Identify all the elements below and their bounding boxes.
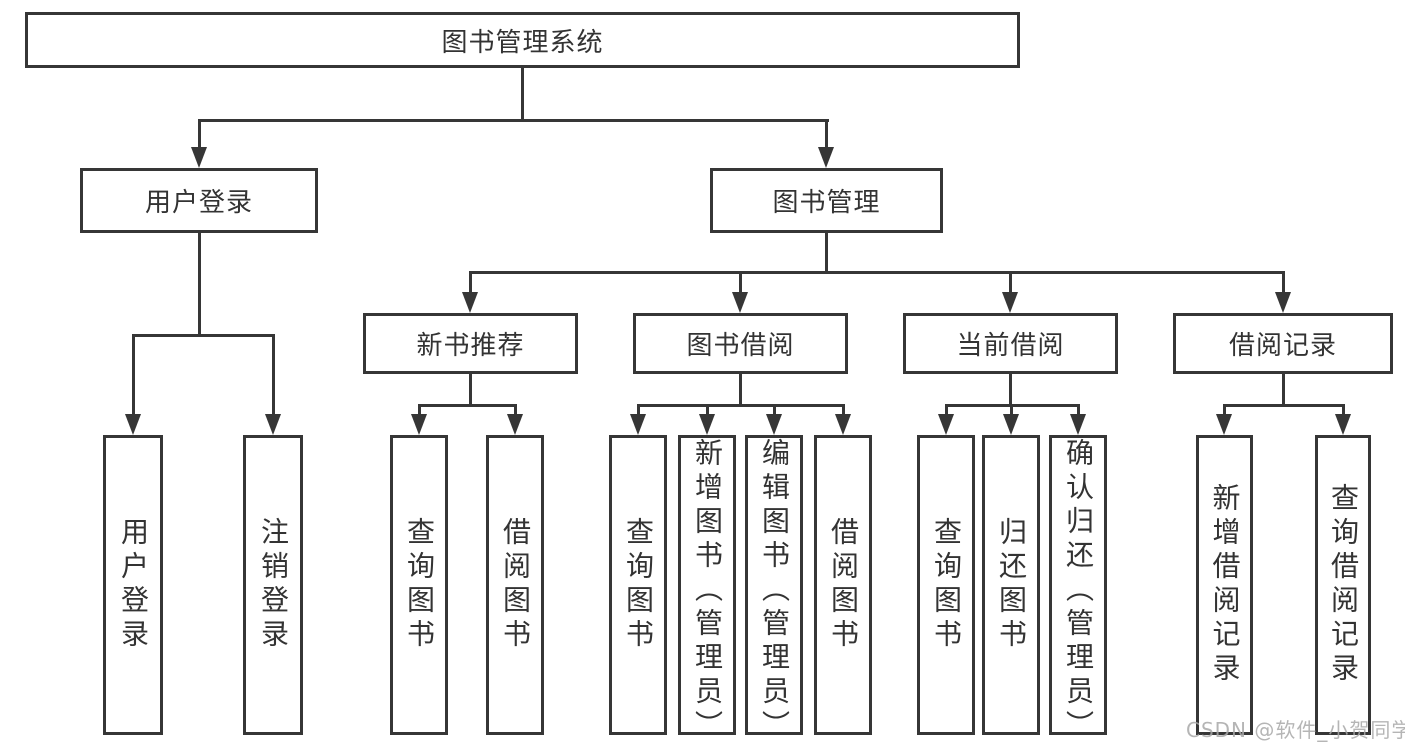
leaf-confirm-return-admin: 确认归还（管理员） — [1049, 435, 1107, 744]
arrow-down-icon — [125, 414, 141, 435]
leaf-query-books-1: 查询图书 — [390, 435, 448, 735]
arrow-down-icon — [507, 414, 523, 435]
connector-line — [1342, 404, 1345, 416]
connector-line — [1223, 404, 1226, 416]
node-book-borrow: 图书借阅 — [633, 313, 848, 374]
connector-line — [773, 404, 776, 416]
watermark-text: CSDN @软件_小贺同学 — [1186, 718, 1405, 742]
connector-line — [945, 404, 948, 416]
connector-line — [739, 271, 742, 294]
arrow-down-icon — [835, 414, 851, 435]
arrow-down-icon — [462, 292, 478, 313]
connector-line — [1009, 374, 1012, 406]
arrow-down-icon — [1070, 414, 1086, 435]
arrow-down-icon — [732, 292, 748, 313]
node-root: 图书管理系统 — [25, 12, 1020, 68]
connector-line — [514, 404, 517, 416]
connector-line — [825, 119, 828, 149]
arrow-down-icon — [1003, 414, 1019, 435]
arrow-down-icon — [938, 414, 954, 435]
node-new-book-recommend: 新书推荐 — [363, 313, 578, 374]
connector-line — [637, 404, 845, 407]
connector-line — [1010, 404, 1013, 416]
arrow-down-icon — [766, 414, 782, 435]
connector-line — [272, 334, 275, 416]
connector-line — [1282, 271, 1285, 294]
connector-line — [825, 233, 828, 273]
leaf-borrow-books-2: 借阅图书 — [814, 435, 872, 735]
connector-line — [469, 271, 1285, 274]
leaf-logout: 注销登录 — [243, 435, 303, 735]
node-current-borrow: 当前借阅 — [903, 313, 1118, 374]
arrow-down-icon — [411, 414, 427, 435]
leaf-query-books-3: 查询图书 — [917, 435, 975, 735]
connector-line — [706, 404, 709, 416]
node-book-management: 图书管理 — [710, 168, 943, 233]
node-borrow-records: 借阅记录 — [1173, 313, 1393, 374]
arrow-down-icon — [818, 147, 834, 168]
arrow-down-icon — [1002, 292, 1018, 313]
connector-line — [1223, 404, 1345, 407]
leaf-edit-book-admin: 编辑图书（管理员） — [745, 435, 803, 744]
connector-line — [198, 119, 829, 122]
connector-line — [469, 374, 472, 406]
connector-line — [418, 404, 421, 416]
connector-line — [1009, 271, 1012, 294]
arrow-down-icon — [630, 414, 646, 435]
connector-line — [469, 271, 472, 294]
connector-line — [132, 334, 275, 337]
leaf-query-books-2: 查询图书 — [609, 435, 667, 735]
arrow-down-icon — [265, 414, 281, 435]
arrow-down-icon — [1275, 292, 1291, 313]
node-user-login: 用户登录 — [80, 168, 318, 233]
connector-line — [418, 404, 517, 407]
leaf-add-borrow-record: 新增借阅记录 — [1196, 435, 1253, 735]
connector-line — [521, 68, 524, 121]
connector-line — [132, 334, 135, 416]
arrow-down-icon — [1335, 414, 1351, 435]
leaf-add-book-admin: 新增图书（管理员） — [678, 435, 736, 744]
leaf-query-borrow-record: 查询借阅记录 — [1315, 435, 1371, 735]
leaf-user-login: 用户登录 — [103, 435, 163, 735]
connector-line — [739, 374, 742, 406]
connector-line — [1282, 374, 1285, 406]
connector-line — [842, 404, 845, 416]
connector-line — [637, 404, 640, 416]
leaf-borrow-books-1: 借阅图书 — [486, 435, 544, 735]
arrow-down-icon — [191, 147, 207, 168]
connector-line — [198, 233, 201, 336]
connector-line — [198, 119, 201, 149]
arrow-down-icon — [699, 414, 715, 435]
arrow-down-icon — [1216, 414, 1232, 435]
leaf-return-books: 归还图书 — [982, 435, 1040, 735]
connector-line — [1077, 404, 1080, 416]
